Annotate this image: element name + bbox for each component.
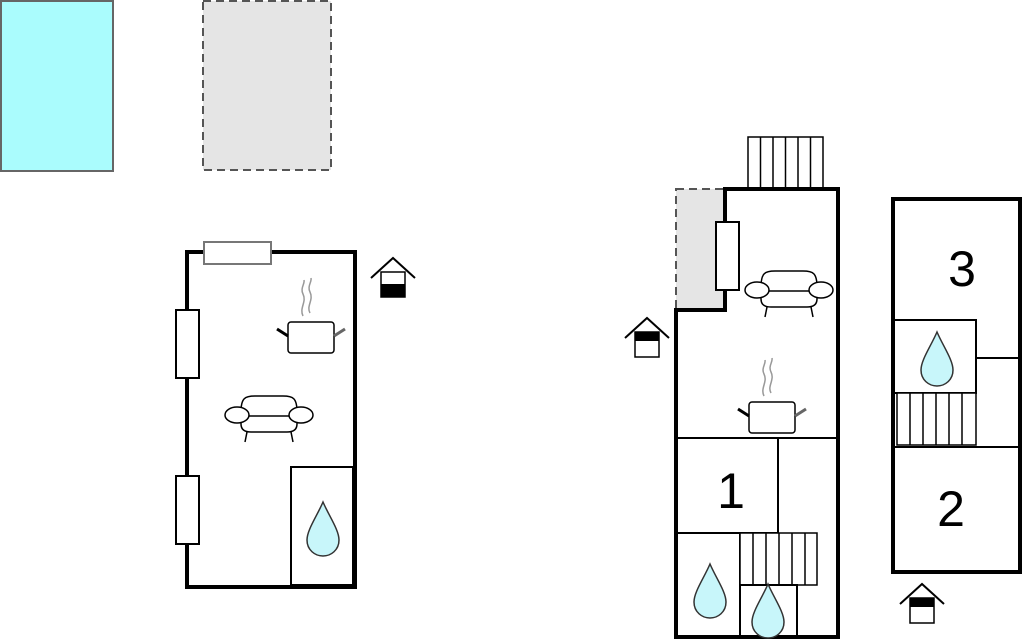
window-icon: [715, 221, 740, 291]
water-drop-icon: [306, 501, 340, 557]
building-right-ground: 1: [624, 136, 840, 639]
stairs-icon: [747, 136, 824, 190]
pool: [0, 0, 114, 172]
entrance-house-icon: [624, 317, 670, 358]
pot-icon: [275, 276, 347, 355]
pot-icon: [736, 356, 808, 435]
room-label-1: 1: [717, 463, 745, 519]
terrace: [202, 0, 332, 171]
bathroom: [290, 466, 354, 586]
window-icon: [175, 309, 200, 379]
water-drop-icon: [693, 563, 727, 619]
sofa-icon: [744, 270, 834, 318]
window-icon: [203, 241, 272, 265]
window-icon: [175, 475, 200, 545]
building-left: [175, 241, 416, 589]
room-label-3: 3: [948, 241, 976, 297]
entrance-house-icon: [899, 583, 945, 624]
stairs-icon: [739, 532, 818, 586]
entrance-house-icon: [370, 257, 416, 298]
water-drop-icon: [751, 583, 785, 639]
building-right-upper: 3 2: [891, 197, 1022, 624]
sofa-icon: [224, 395, 314, 443]
stairs-icon: [896, 392, 977, 446]
water-drop-icon: [920, 331, 954, 387]
room-label-2: 2: [937, 481, 965, 537]
